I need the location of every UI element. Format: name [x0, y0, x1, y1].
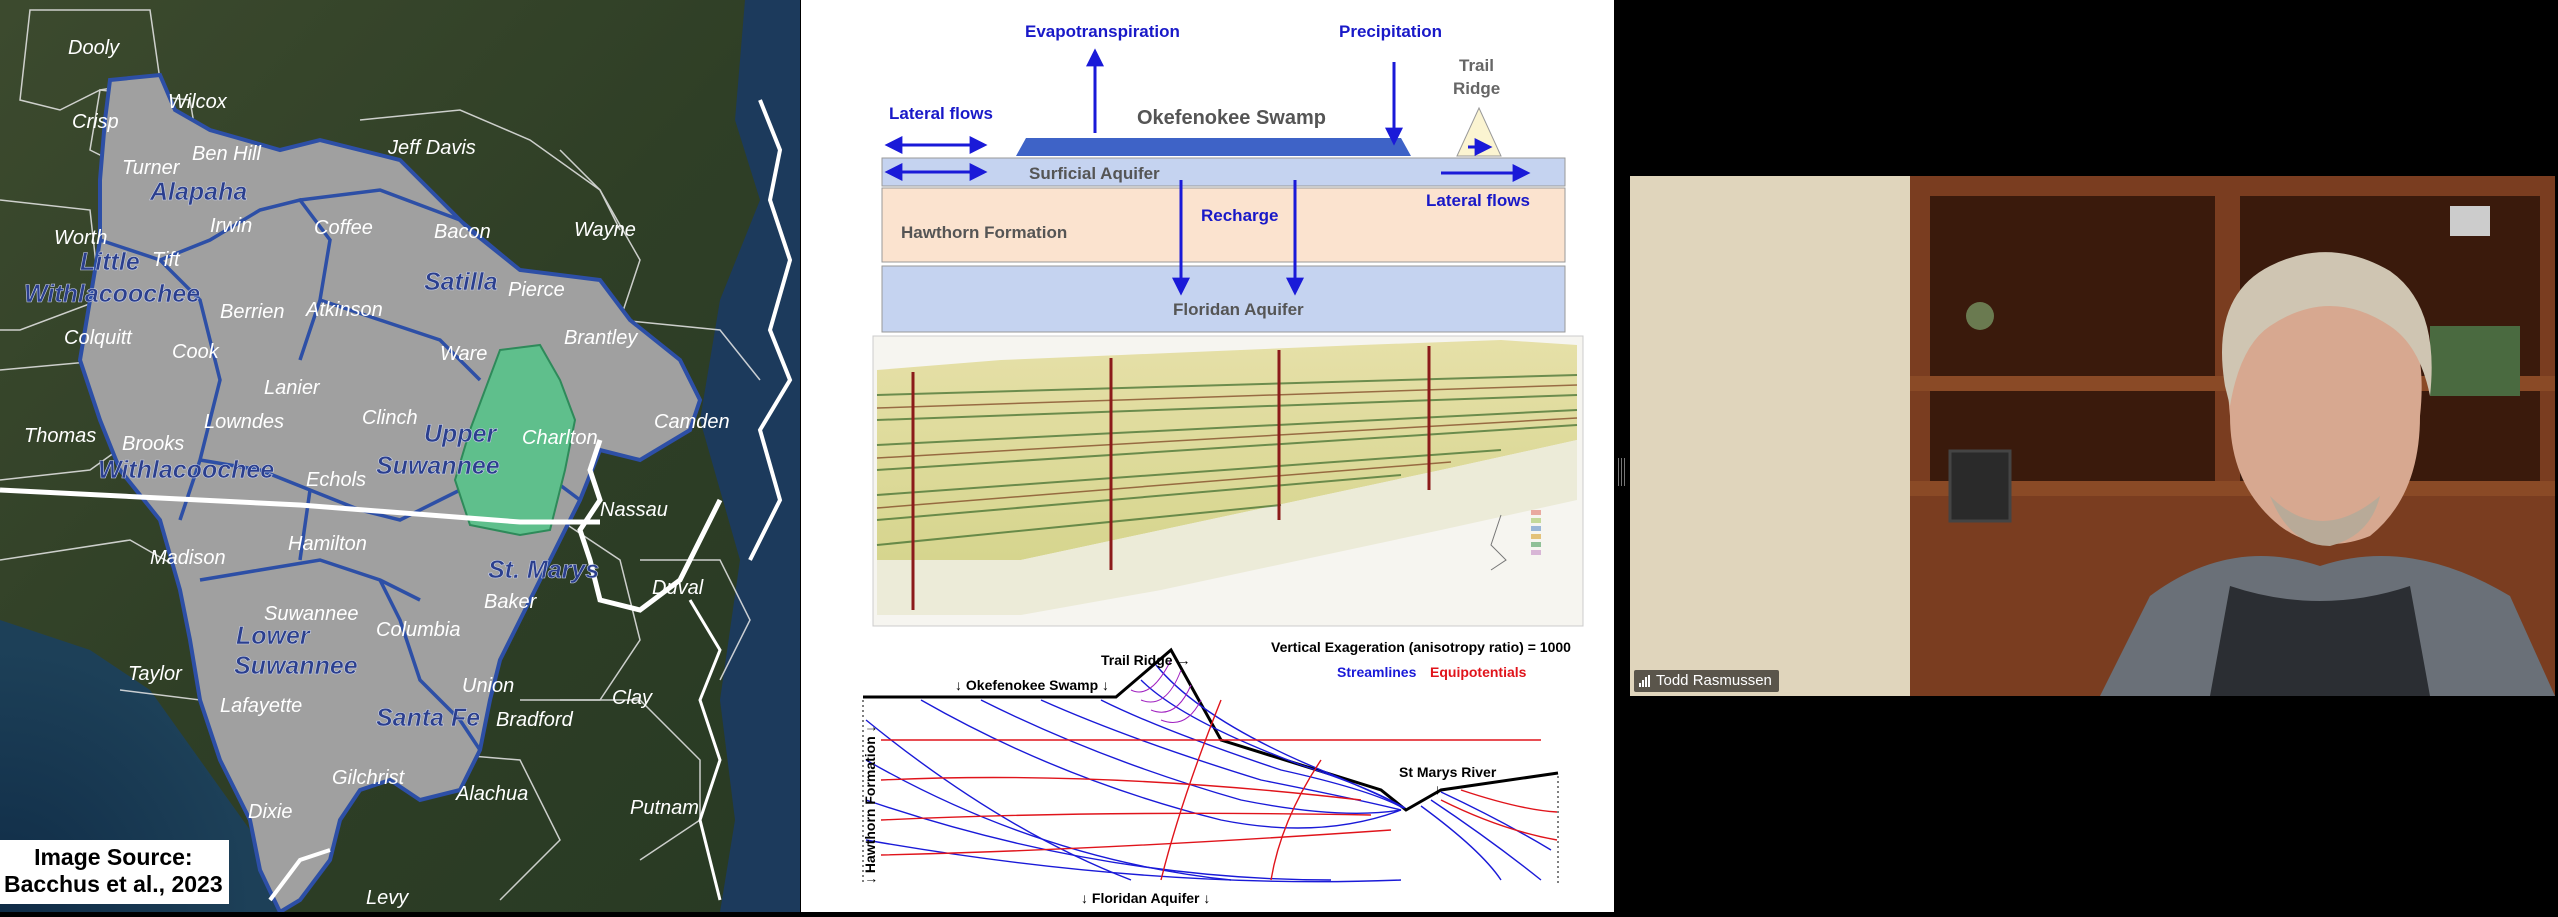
county-label: Levy — [366, 887, 409, 909]
county-label: Lanier — [264, 377, 321, 399]
basin-label: Withlacoochee — [24, 280, 200, 308]
county-label: Irwin — [210, 215, 252, 237]
county-label: Brooks — [122, 433, 184, 455]
vertical-exaggeration-label: Vertical Exageration (anisotropy ratio) … — [1271, 639, 1571, 655]
basin-label: Little — [80, 248, 140, 276]
county-label: Putnam — [630, 797, 699, 819]
basin-label: Upper — [424, 420, 498, 448]
conceptual-model-graphic: Evapotranspiration Precipitation Trail R… — [862, 22, 1584, 906]
county-label: Crisp — [72, 111, 119, 133]
county-label: Ben Hill — [192, 143, 261, 165]
basin-label: St. Marys — [488, 556, 599, 584]
okefenokee-swamp-label: Okefenokee Swamp — [1137, 107, 1326, 129]
basin-map: Dooly Wilcox Crisp Ben Hill Turner Jeff … — [0, 0, 800, 915]
okefenokee-model-label: ↓ Okefenokee Swamp ↓ — [955, 677, 1109, 693]
trail-ridge-label-top: Trail — [1459, 56, 1494, 75]
hawthorn-formation-vertical-label: ↓ Hawthorn Formation ↓ — [862, 725, 878, 884]
st-marys-river-label: St Marys River — [1399, 764, 1497, 780]
evapotranspiration-label: Evapotranspiration — [1025, 22, 1180, 41]
county-label: Wilcox — [168, 91, 228, 113]
basin-label: Withlacoochee — [98, 456, 274, 484]
county-label: Cook — [172, 341, 220, 363]
geologic-cross-section — [872, 335, 1584, 627]
county-label: Tift — [152, 249, 181, 271]
splitter-handle[interactable] — [1617, 458, 1625, 486]
basin-map-graphic: Dooly Wilcox Crisp Ben Hill Turner Jeff … — [0, 0, 800, 915]
county-label: Hamilton — [288, 533, 367, 555]
equipotentials-legend: Equipotentials — [1430, 664, 1527, 680]
county-label: Colquitt — [64, 327, 133, 349]
hydrogeology-diagram: Evapotranspiration Precipitation Trail R… — [801, 0, 1614, 912]
image-source-line2: Bacchus et al., 2023 — [4, 871, 223, 897]
county-label: Baker — [484, 591, 538, 613]
county-label: Union — [462, 675, 514, 697]
basin-label: Suwannee — [376, 452, 500, 480]
recharge-label: Recharge — [1201, 206, 1278, 225]
lateral-flows-right-label: Lateral flows — [1426, 191, 1530, 210]
county-label: Echols — [306, 469, 366, 491]
county-label: Charlton — [522, 427, 598, 449]
county-label: Dixie — [248, 801, 292, 823]
county-label: Wayne — [574, 219, 636, 241]
trail-ridge-label-bottom: Ridge — [1453, 79, 1500, 98]
basin-label: Santa Fe — [376, 704, 480, 732]
county-label: Nassau — [600, 499, 668, 521]
county-label: Lafayette — [220, 695, 302, 717]
surficial-aquifer-label: Surficial Aquifer — [1029, 164, 1160, 183]
county-label: Duval — [652, 577, 704, 599]
county-label: Gilchrist — [332, 767, 406, 789]
county-label: Madison — [150, 547, 226, 569]
image-source-line1: Image Source: — [34, 844, 193, 870]
floridan-aquifer-bottom-label: ↓ Floridan Aquifer ↓ — [1081, 890, 1210, 906]
county-label: Berrien — [220, 301, 284, 323]
county-label: Ware — [440, 343, 487, 365]
county-label: Thomas — [24, 425, 96, 447]
county-label: Worth — [54, 227, 107, 249]
county-label: Jeff Davis — [387, 137, 476, 159]
hawthorn-formation-label: Hawthorn Formation — [901, 223, 1067, 242]
trail-ridge-model-label: Trail Ridge → — [1101, 652, 1190, 668]
county-label: Bacon — [434, 221, 491, 243]
basin-label: Alapaha — [149, 178, 247, 206]
county-label: Pierce — [508, 279, 565, 301]
lateral-flows-left-label: Lateral flows — [889, 104, 993, 123]
participant-video-tile[interactable]: Todd Rasmussen — [1630, 176, 2555, 696]
county-label: Atkinson — [305, 299, 383, 321]
shared-screen: Dooly Wilcox Crisp Ben Hill Turner Jeff … — [0, 0, 1614, 915]
county-label: Camden — [654, 411, 730, 433]
precipitation-label: Precipitation — [1339, 22, 1442, 41]
st-marys-river-arrow: ↓ — [1434, 781, 1441, 797]
signal-strength-icon — [1639, 674, 1650, 687]
county-label: Brantley — [564, 327, 638, 349]
county-label: Turner — [122, 157, 181, 179]
county-label: Clinch — [362, 407, 418, 429]
flow-net-model: Trail Ridge → Vertical Exageration (anis… — [862, 639, 1571, 906]
basin-label: Lower — [236, 622, 311, 650]
participant-name: Todd Rasmussen — [1656, 672, 1772, 689]
basin-label: Suwannee — [234, 652, 358, 680]
county-label: Suwannee — [264, 603, 359, 625]
county-label: Lowndes — [204, 411, 284, 433]
participant-video-feed — [1630, 176, 2555, 696]
county-label: Dooly — [68, 37, 120, 59]
county-label: Columbia — [376, 619, 460, 641]
county-label: Coffee — [314, 217, 373, 239]
basin-label: Satilla — [424, 268, 498, 296]
streamlines-legend: Streamlines — [1337, 664, 1417, 680]
floridan-aquifer-label: Floridan Aquifer — [1173, 300, 1304, 319]
county-label: Clay — [612, 687, 653, 709]
participant-name-tag: Todd Rasmussen — [1634, 670, 1779, 692]
county-label: Taylor — [128, 663, 183, 685]
county-label: Alachua — [455, 783, 528, 805]
county-label: Bradford — [496, 709, 574, 731]
image-source-box: Image Source: Bacchus et al., 2023 — [0, 840, 229, 904]
